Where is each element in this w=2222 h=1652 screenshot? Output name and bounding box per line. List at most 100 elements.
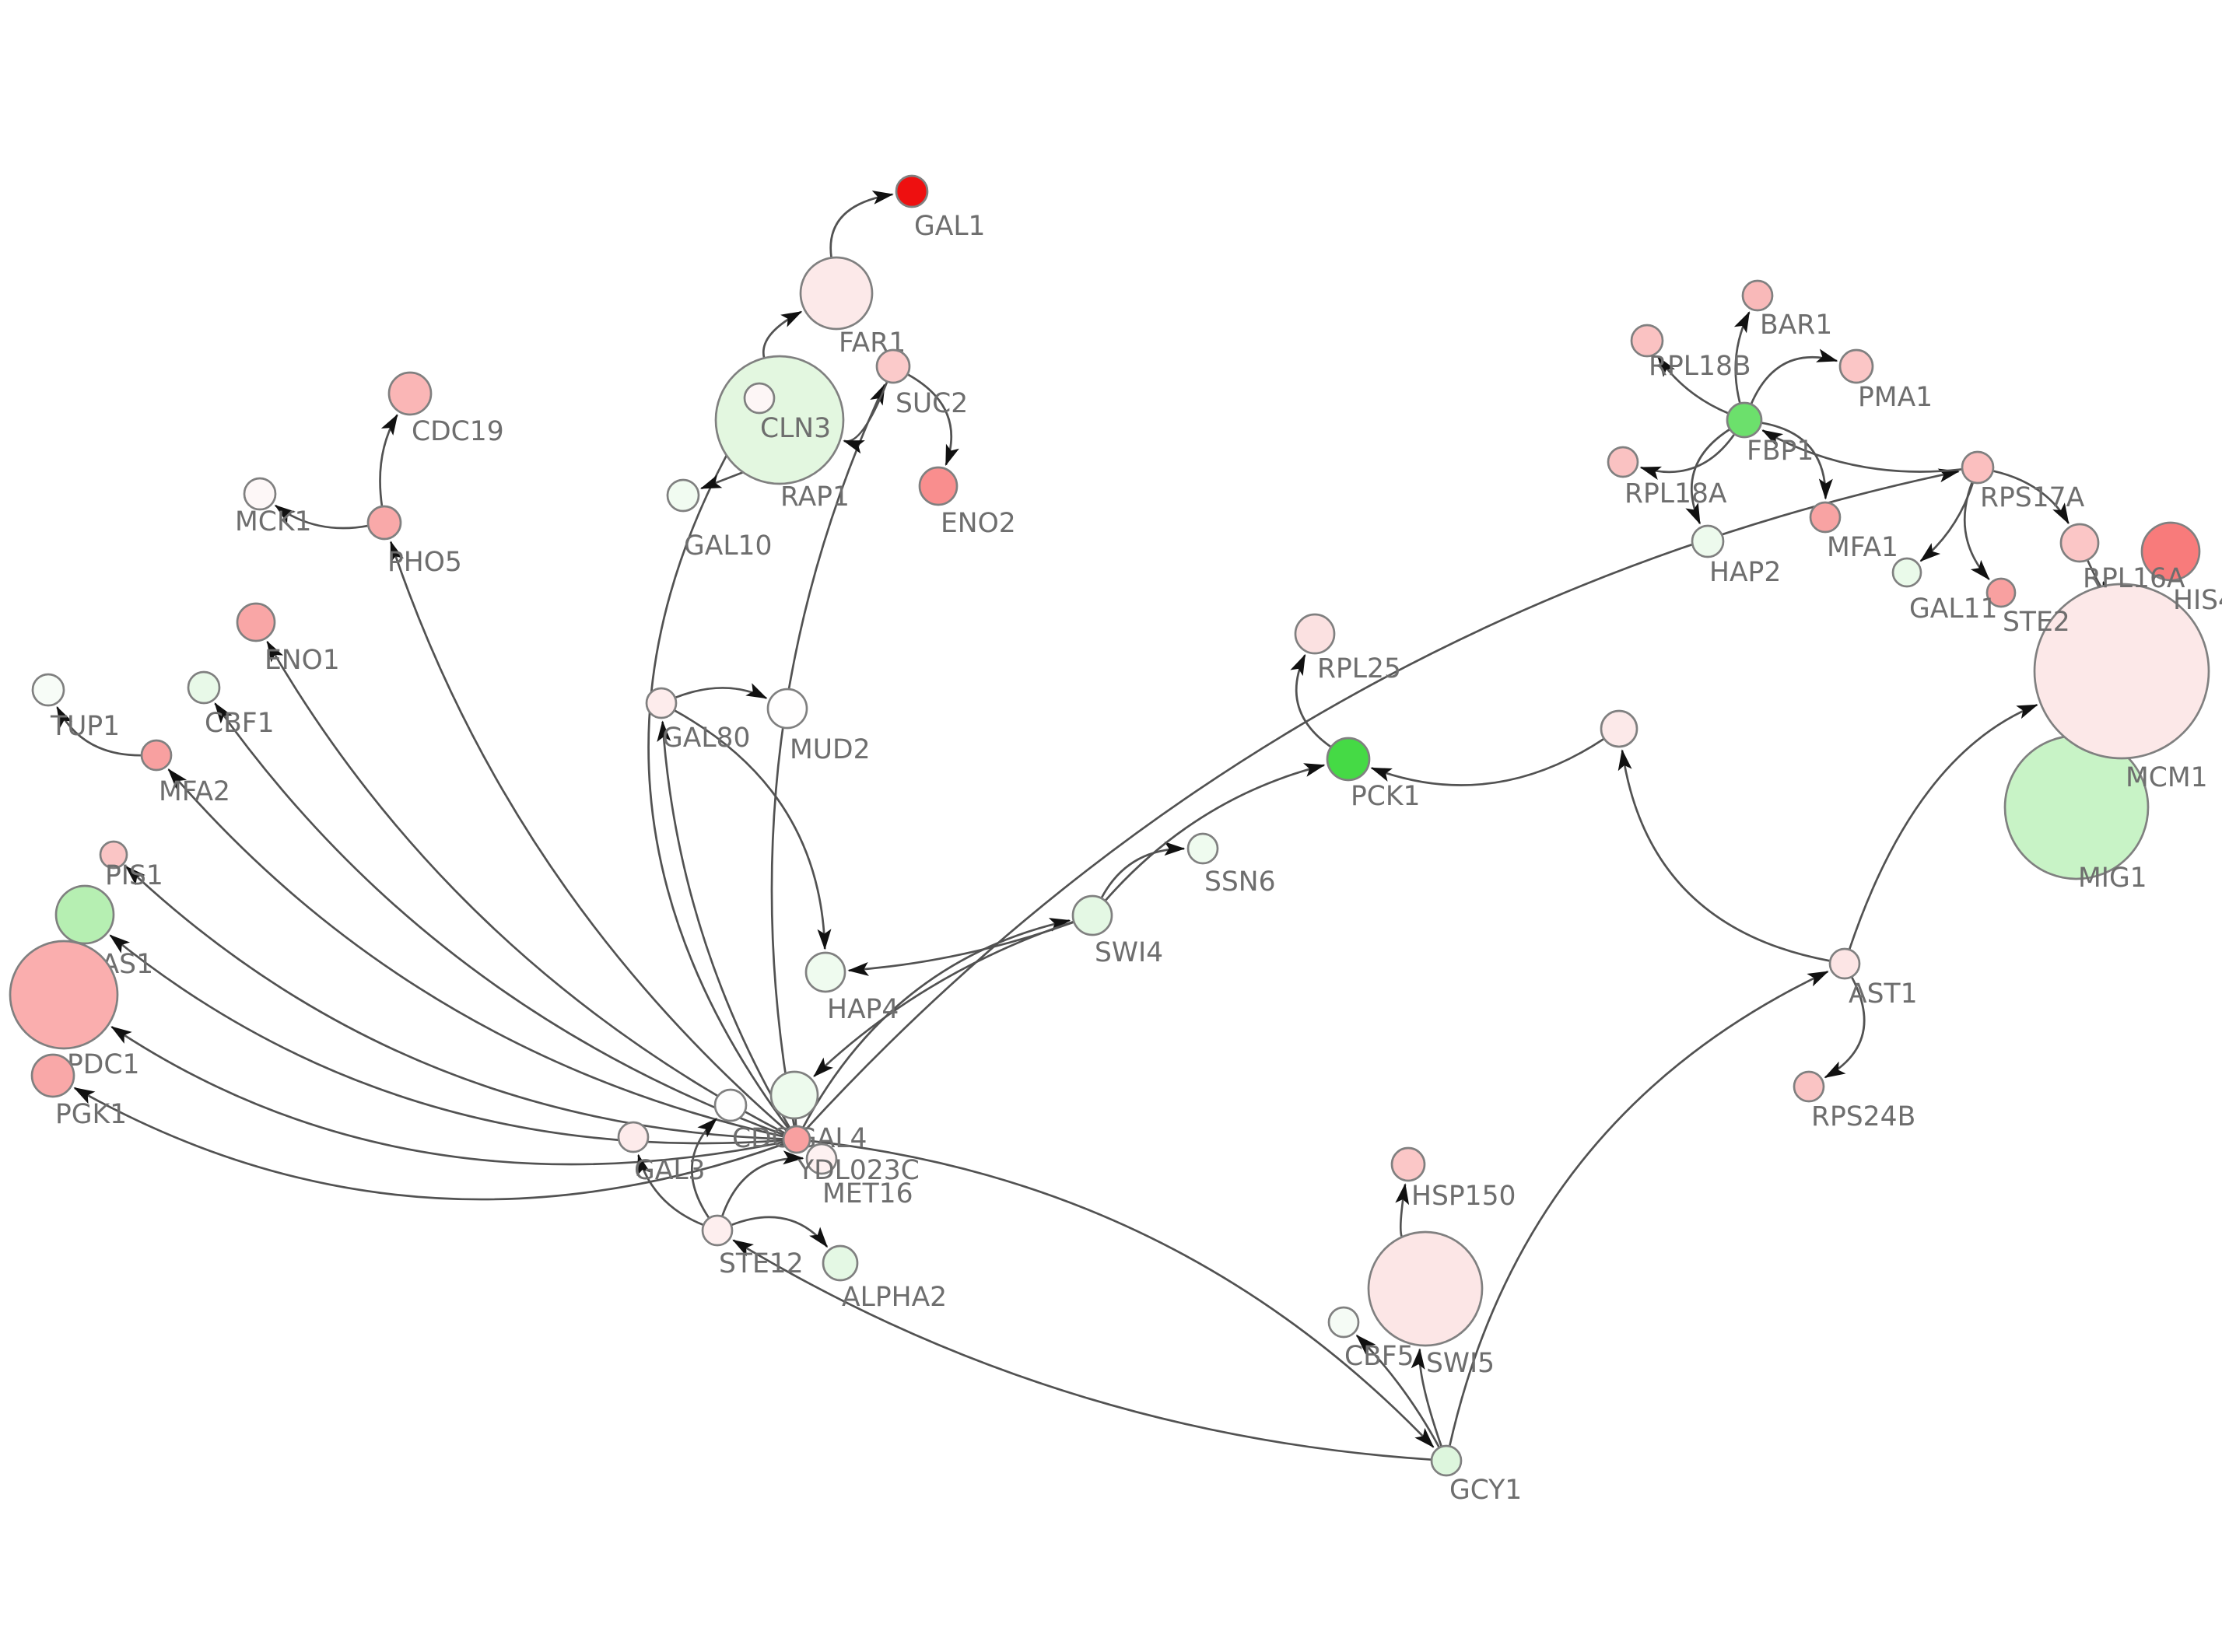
edge-YDL023C-ENO1[interactable] xyxy=(266,640,786,1135)
edge-PCK1-RPL25[interactable] xyxy=(1290,653,1332,748)
edge-SUC2-RAP1[interactable] xyxy=(843,381,888,454)
edge-YDL023C-GCY1[interactable] xyxy=(809,1139,1435,1448)
edge-STE12-ALPHA2[interactable] xyxy=(731,1216,829,1248)
edge-SWI4-SSN6[interactable] xyxy=(1100,842,1186,899)
node-GAL11[interactable] xyxy=(1891,557,1922,588)
node-MCK1[interactable] xyxy=(243,477,277,511)
node-RPL18B[interactable] xyxy=(1630,324,1664,358)
node-AST1[interactable] xyxy=(1828,947,1861,980)
edge-MFA2-TUP1[interactable] xyxy=(56,705,142,757)
node-GAL1[interactable] xyxy=(895,174,929,208)
edge-GCY1-CBF5[interactable] xyxy=(1355,1334,1441,1448)
edge-YDL023C-SWI4[interactable] xyxy=(801,918,1071,1129)
edge-GAL80-HAP4[interactable] xyxy=(673,709,832,950)
edge-NODE_X-PCK1[interactable] xyxy=(1370,737,1605,786)
edge-YDL023C-PHO5[interactable] xyxy=(390,541,788,1132)
edge-GAL80-MUD2[interactable] xyxy=(675,683,768,699)
edge-PHO5-MCK1[interactable] xyxy=(274,504,369,530)
edge-YDL023C-GAL80[interactable] xyxy=(657,720,791,1129)
node-MFA2[interactable] xyxy=(140,739,173,772)
edge-YDL023C-RPS17A[interactable] xyxy=(804,468,1960,1131)
node-SUC2[interactable] xyxy=(875,348,911,384)
edge-AST1-NODE_X[interactable] xyxy=(1617,749,1831,962)
node-SWI5[interactable] xyxy=(1367,1230,1484,1347)
node-PHO5[interactable] xyxy=(366,505,402,541)
node-FAR1[interactable] xyxy=(799,256,874,331)
node-SSN6[interactable] xyxy=(1186,832,1219,865)
node-PGK1[interactable] xyxy=(30,1053,75,1098)
node-YDL023C[interactable] xyxy=(782,1125,811,1154)
node-PCK1[interactable] xyxy=(1326,737,1371,782)
edge-RPS17A-FBP1[interactable] xyxy=(1761,429,1963,473)
edge-YDL023C-PDC1[interactable] xyxy=(110,1026,784,1166)
edge-GCY1-STE12[interactable] xyxy=(732,1239,1432,1461)
node-CBF5[interactable] xyxy=(1327,1306,1360,1339)
node-GCY1[interactable] xyxy=(1430,1444,1463,1477)
node-ENO1[interactable] xyxy=(236,602,276,642)
edge-SWI5-HSP150[interactable] xyxy=(1395,1183,1410,1238)
edge-FBP1-RPL18B[interactable] xyxy=(1656,355,1730,415)
node-STE2[interactable] xyxy=(1985,577,2017,608)
node-HAP4[interactable] xyxy=(804,951,846,993)
node-SWI4[interactable] xyxy=(1071,894,1113,936)
node-GAL4[interactable] xyxy=(769,1070,819,1120)
node-RPL16A[interactable] xyxy=(2059,523,2100,563)
edge-RAP1-GAL10[interactable] xyxy=(699,471,744,490)
node-TUP1[interactable] xyxy=(31,673,65,707)
node-RPS17A[interactable] xyxy=(1961,450,1995,485)
node-CDC19[interactable] xyxy=(387,371,433,416)
node-ALPHA2[interactable] xyxy=(822,1244,859,1282)
node-CBF1[interactable] xyxy=(187,670,221,705)
edge-STE12-GAL3[interactable] xyxy=(636,1153,704,1227)
node-MET16[interactable] xyxy=(805,1143,838,1175)
edge-RPS17A-STE2[interactable] xyxy=(1963,481,1990,581)
edge-YDL023C-MFA2[interactable] xyxy=(167,768,784,1138)
node-RPS24B[interactable] xyxy=(1793,1070,1825,1103)
node-HSP150[interactable] xyxy=(1390,1146,1426,1182)
node-RPL18A[interactable] xyxy=(1607,446,1639,478)
edge-FAR1-GAL1[interactable] xyxy=(829,191,894,258)
node-GAL10[interactable] xyxy=(666,478,700,513)
edge-YDL023C-RAS1[interactable] xyxy=(109,934,784,1145)
node-MCM1[interactable] xyxy=(2033,583,2210,760)
node-STE12[interactable] xyxy=(701,1214,734,1247)
edge-GCY1-AST1[interactable] xyxy=(1448,970,1829,1447)
node-CLN3[interactable] xyxy=(743,382,776,415)
edge-STE12-CDC6[interactable] xyxy=(690,1118,718,1219)
edge-AST1-MCM1[interactable] xyxy=(1848,704,2038,950)
edge-SWI4-HAP4[interactable] xyxy=(847,921,1074,976)
node-MUD2[interactable] xyxy=(766,688,808,730)
node-PIS1[interactable] xyxy=(99,840,128,870)
edge-FBP1-MFA1[interactable] xyxy=(1761,422,1833,500)
node-BAR1[interactable] xyxy=(1741,279,1774,312)
edge-SWI4-GAL4[interactable] xyxy=(813,920,1074,1077)
node-GAL3[interactable] xyxy=(617,1121,650,1153)
edge-FBP1-HAP2[interactable] xyxy=(1685,428,1731,525)
edge-YDL023C-SUC2[interactable] xyxy=(770,383,886,1127)
node-RAS1[interactable] xyxy=(54,884,115,945)
node-HIS4[interactable] xyxy=(2140,521,2201,582)
edge-YDL023C-CBF1[interactable] xyxy=(214,702,785,1136)
node-GAL80[interactable] xyxy=(645,687,678,719)
edge-STE12-MET16[interactable] xyxy=(720,1150,804,1217)
edge-YDL023C-PIS1[interactable] xyxy=(124,866,784,1140)
node-ENO2[interactable] xyxy=(918,466,959,506)
edge-RAP1-FAR1[interactable] xyxy=(762,310,803,359)
edge-YDL023C-PGK1[interactable] xyxy=(73,1087,785,1201)
node-PMA1[interactable] xyxy=(1838,348,1874,384)
edge-FBP1-BAR1[interactable] xyxy=(1733,311,1751,404)
node-CDC6[interactable] xyxy=(713,1088,748,1122)
node-PDC1[interactable] xyxy=(9,940,119,1050)
edge-SUC2-ENO2[interactable] xyxy=(906,373,959,467)
node-MFA1[interactable] xyxy=(1809,501,1842,534)
edge-FBP1-PMA1[interactable] xyxy=(1750,348,1838,405)
node-FBP1[interactable] xyxy=(1726,401,1763,439)
edge-FBP1-RPL18A[interactable] xyxy=(1639,433,1736,481)
edge-SWI4-PCK1[interactable] xyxy=(1104,763,1326,902)
edge-GCY1-SWI5[interactable] xyxy=(1411,1348,1443,1447)
node-HAP2[interactable] xyxy=(1691,524,1725,558)
edge-PHO5-CDC19[interactable] xyxy=(379,414,398,507)
node-NODE_X[interactable] xyxy=(1600,709,1638,748)
edge-RPS17A-RPL16A[interactable] xyxy=(1992,470,2070,525)
node-RPL25[interactable] xyxy=(1294,613,1336,655)
